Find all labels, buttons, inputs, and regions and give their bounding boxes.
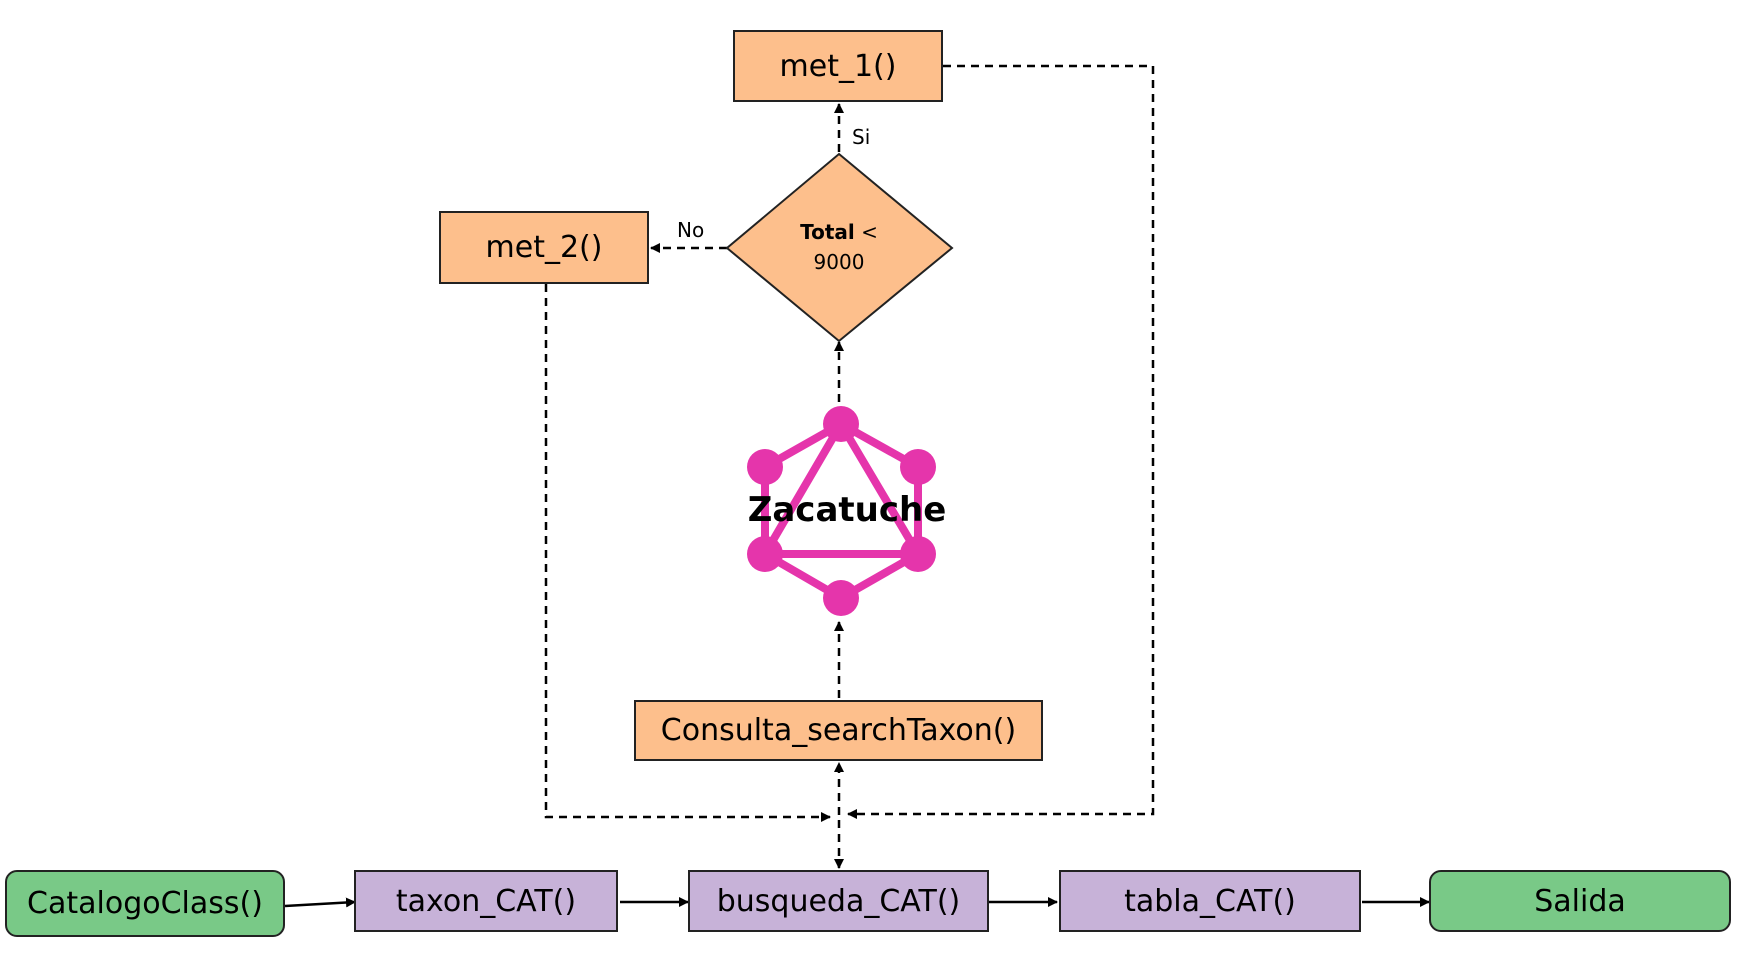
arrow-met1-return xyxy=(847,64,1155,819)
salida-node: Salida xyxy=(1429,870,1731,932)
zacatuche-label: Zacatuche xyxy=(747,490,947,530)
edge-label-yes: Si xyxy=(852,125,871,149)
decision-variable: Total xyxy=(800,220,855,244)
busqueda-node: busqueda_CAT() xyxy=(688,870,989,932)
arrow-met2-return xyxy=(544,284,831,822)
consulta-node: Consulta_searchTaxon() xyxy=(634,700,1043,761)
decision-diamond xyxy=(725,152,954,343)
decision-text: Total < 9000 xyxy=(739,217,939,277)
taxon-node: taxon_CAT() xyxy=(354,870,618,932)
tabla-node: tabla_CAT() xyxy=(1059,870,1361,932)
edge-label-no: No xyxy=(677,218,705,242)
decision-operator: < xyxy=(861,220,878,244)
met1-node: met_1() xyxy=(733,30,943,102)
arrow-catalogo-to-taxon xyxy=(284,897,356,908)
decision-value: 9000 xyxy=(813,250,865,274)
met2-node: met_2() xyxy=(439,211,649,284)
catalogo-node: CatalogoClass() xyxy=(5,870,285,937)
graphql-logo-icon xyxy=(747,406,936,616)
